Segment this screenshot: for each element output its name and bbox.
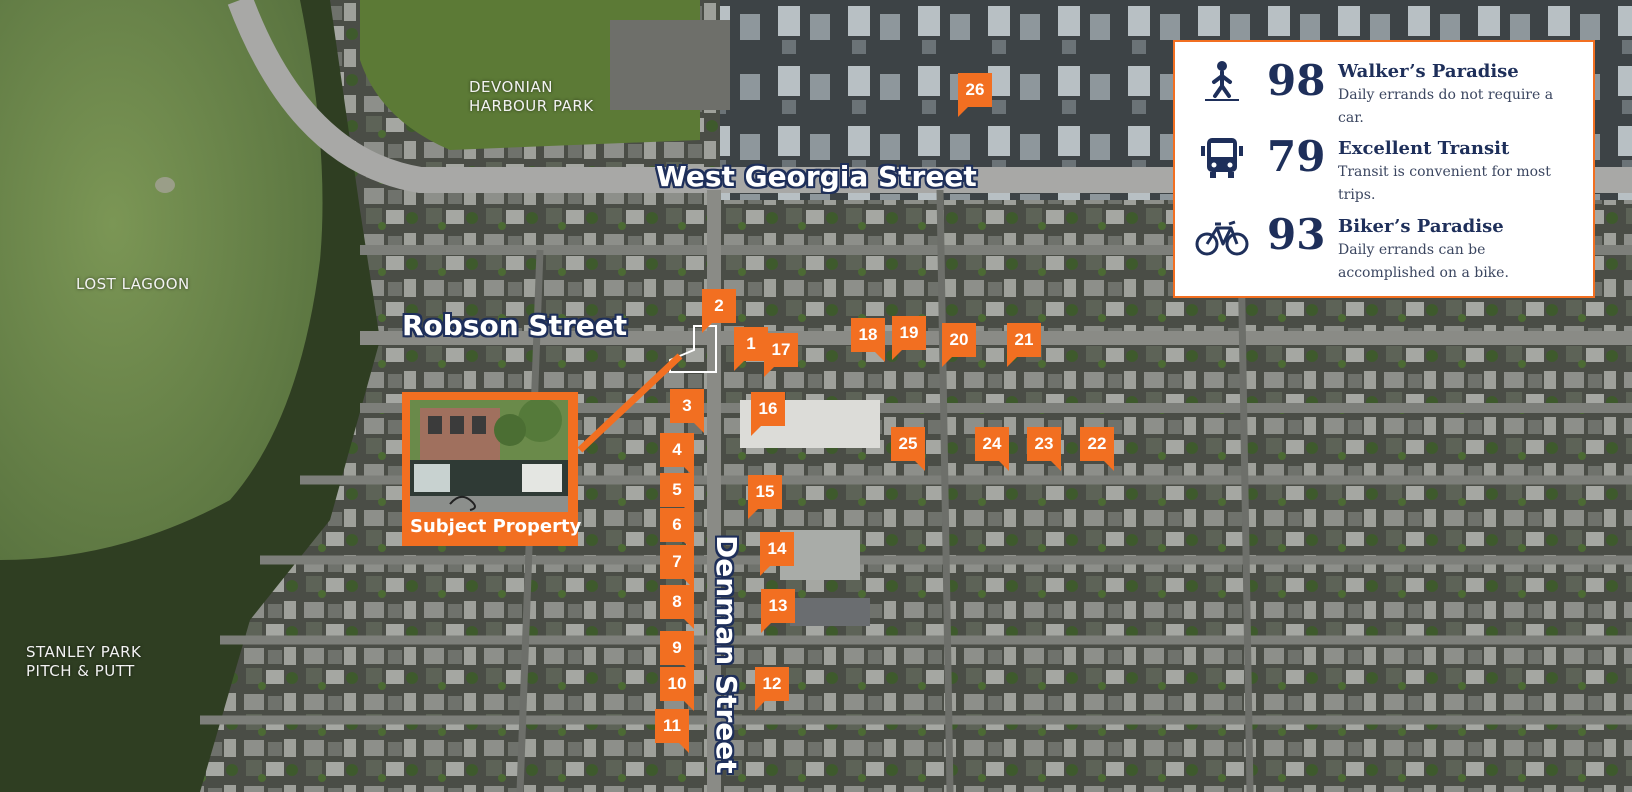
poi-marker-1[interactable]: 1 [734, 327, 768, 371]
poi-marker-6[interactable]: 6 [660, 508, 694, 552]
poi-marker-14[interactable]: 14 [760, 532, 794, 576]
poi-marker-21[interactable]: 21 [1007, 323, 1041, 367]
poi-marker-17[interactable]: 17 [764, 333, 798, 377]
poi-marker-18[interactable]: 18 [851, 318, 885, 362]
bike-score-value: 93 [1267, 210, 1326, 259]
poi-marker-26[interactable]: 26 [958, 73, 992, 117]
subject-property-callout[interactable]: Subject Property [402, 392, 582, 546]
place-lost-lagoon: LOST LAGOON [76, 275, 190, 293]
street-west-georgia: West Georgia Street [656, 160, 977, 193]
poi-marker-20[interactable]: 20 [942, 323, 976, 367]
poi-marker-4[interactable]: 4 [660, 433, 694, 477]
poi-marker-15[interactable]: 15 [748, 475, 782, 519]
poi-marker-10[interactable]: 10 [660, 667, 694, 711]
poi-marker-24[interactable]: 24 [975, 427, 1009, 471]
poi-marker-13[interactable]: 13 [761, 589, 795, 633]
transit-score-title: Excellent Transit [1338, 138, 1510, 159]
subject-property-label: Subject Property [410, 516, 582, 537]
poi-marker-23[interactable]: 23 [1027, 427, 1061, 471]
walk-score-panel: 98 Walker’s Paradise Daily errands do no… [1173, 40, 1595, 298]
subject-property-photo [410, 400, 568, 512]
place-devonian-harbour-park: DEVONIAN HARBOUR PARK [469, 78, 594, 115]
transit-score-value: 79 [1267, 132, 1326, 181]
poi-marker-19[interactable]: 19 [892, 316, 926, 360]
poi-marker-22[interactable]: 22 [1080, 427, 1114, 471]
street-robson: Robson Street [402, 309, 628, 342]
transit-score-desc: Transit is convenient for most trips. [1338, 164, 1551, 203]
poi-marker-3[interactable]: 3 [670, 389, 704, 433]
bike-score-title: Biker’s Paradise [1338, 216, 1504, 237]
poi-marker-12[interactable]: 12 [755, 667, 789, 711]
bike-score-desc: Daily errands can be accomplished on a b… [1338, 242, 1509, 281]
walk-score-desc: Daily errands do not require a car. [1338, 87, 1554, 126]
walk-score-value: 98 [1267, 56, 1326, 105]
poi-marker-2[interactable]: 2 [702, 289, 736, 333]
bus-icon [1201, 138, 1243, 178]
place-stanley-park-pitch-putt: STANLEY PARK PITCH & PUTT [26, 643, 142, 680]
poi-marker-16[interactable]: 16 [751, 392, 785, 436]
walk-icon [1205, 61, 1239, 101]
poi-marker-11[interactable]: 11 [655, 709, 689, 753]
poi-marker-25[interactable]: 25 [891, 427, 925, 471]
street-denman: Denman Street [710, 535, 743, 774]
poi-marker-7[interactable]: 7 [660, 545, 694, 589]
walk-score-title: Walker’s Paradise [1338, 61, 1519, 82]
poi-marker-9[interactable]: 9 [660, 631, 694, 675]
poi-marker-5[interactable]: 5 [660, 473, 694, 517]
bike-icon [1195, 220, 1249, 256]
poi-marker-8[interactable]: 8 [660, 585, 694, 629]
